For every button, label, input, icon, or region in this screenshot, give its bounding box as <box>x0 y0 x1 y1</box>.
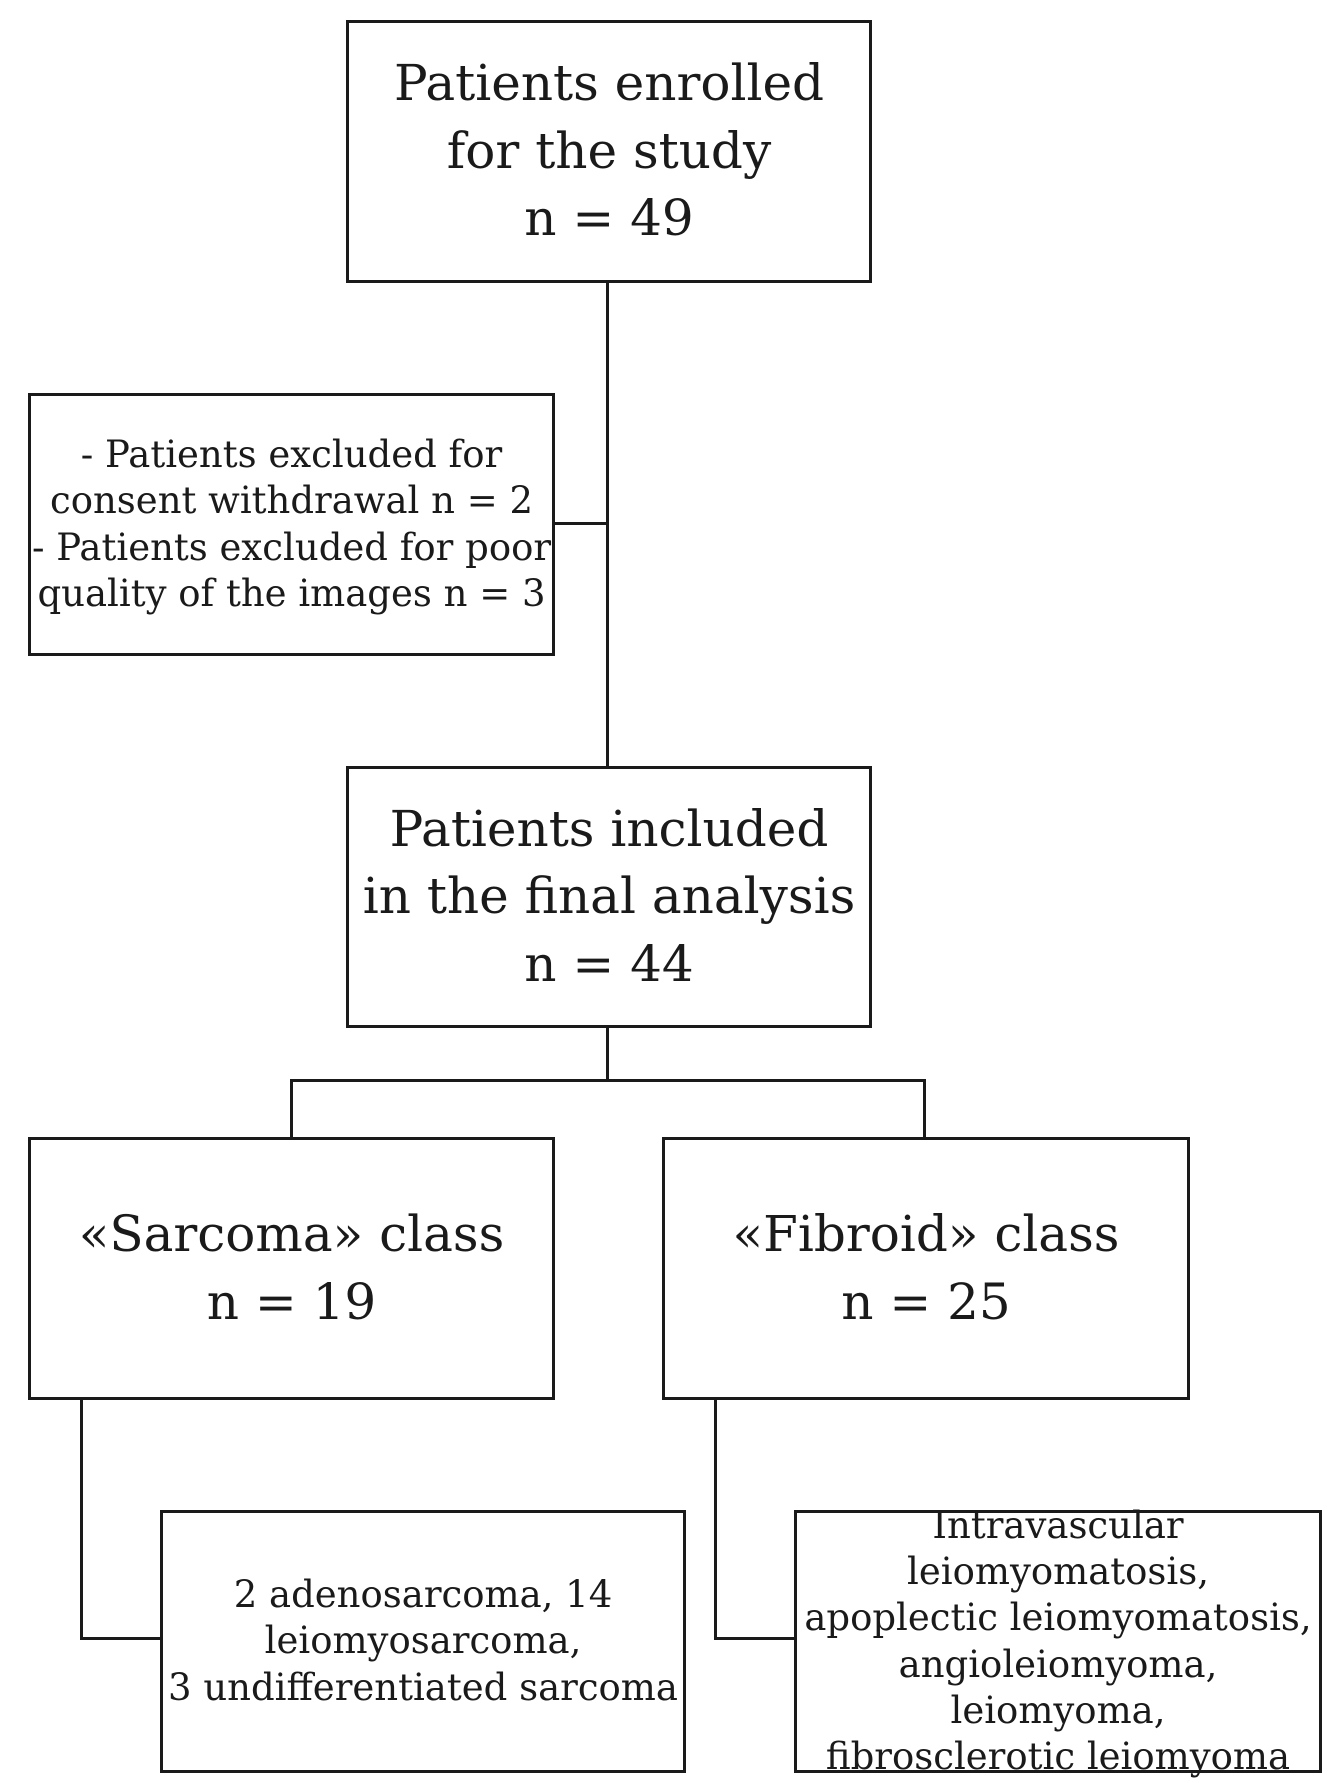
fibroid-detail-line2: apoplectic leiomyomatosis, <box>804 1596 1312 1640</box>
connector-to-sarcoma <box>290 1079 293 1137</box>
enrolled-label-line1: Patients enrolled <box>393 54 825 113</box>
sarcoma-detail-line1: 2 adenosarcoma, 14 <box>233 1573 613 1617</box>
enrolled-box: Patients enrolled for the study n = 49 <box>346 20 872 283</box>
sarcoma-detail-line3: 3 undifferentiated sarcoma <box>168 1665 678 1709</box>
fibroid-detail-line4: fibrosclerotic leiomyoma <box>825 1735 1291 1778</box>
sarcoma-count: n = 19 <box>206 1272 377 1331</box>
connector-excluded-branch <box>555 522 609 525</box>
enrolled-label-line2: for the study <box>446 121 772 180</box>
sarcoma-detail-box: 2 adenosarcoma, 14 leiomyosarcoma, 3 und… <box>160 1510 686 1773</box>
fibroid-class-box: «Fibroid» class n = 25 <box>662 1137 1190 1400</box>
connector-fibroid-to-detail <box>714 1637 794 1640</box>
included-box: Patients included in the final analysis … <box>346 766 872 1028</box>
excluded-line3: - Patients excluded for poor <box>31 525 552 569</box>
connector-split-horizontal <box>290 1079 926 1082</box>
connector-included-down <box>606 1028 609 1081</box>
fibroid-class-label: «Fibroid» class <box>732 1205 1120 1263</box>
included-label-line1: Patients included <box>389 799 829 858</box>
excluded-line1: - Patients excluded for <box>80 433 503 476</box>
fibroid-detail-line3: angioleiomyoma, leiomyoma, <box>898 1642 1218 1732</box>
excluded-box: - Patients excluded for consent withdraw… <box>28 393 555 656</box>
enrolled-count: n = 49 <box>524 189 694 248</box>
fibroid-detail-line1: Intravascular leiomyomatosis, <box>907 1503 1209 1593</box>
included-count: n = 44 <box>524 934 694 993</box>
fibroid-detail-box: Intravascular leiomyomatosis, apoplectic… <box>794 1504 1322 1778</box>
included-label-line2: in the final analysis <box>362 867 856 926</box>
excluded-line4: quality of the images n = 3 <box>37 571 546 615</box>
connector-sarcoma-down <box>80 1400 83 1640</box>
sarcoma-class-label: «Sarcoma» class <box>78 1205 505 1263</box>
excluded-line2: consent withdrawal n = 2 <box>49 479 534 523</box>
connector-fibroid-down <box>714 1400 717 1640</box>
connector-to-fibroid <box>923 1079 926 1137</box>
sarcoma-class-box: «Sarcoma» class n = 19 <box>28 1137 555 1400</box>
connector-sarcoma-to-detail <box>80 1637 160 1640</box>
sarcoma-detail-line2: leiomyosarcoma, <box>264 1619 582 1663</box>
fibroid-count: n = 25 <box>841 1272 1011 1331</box>
